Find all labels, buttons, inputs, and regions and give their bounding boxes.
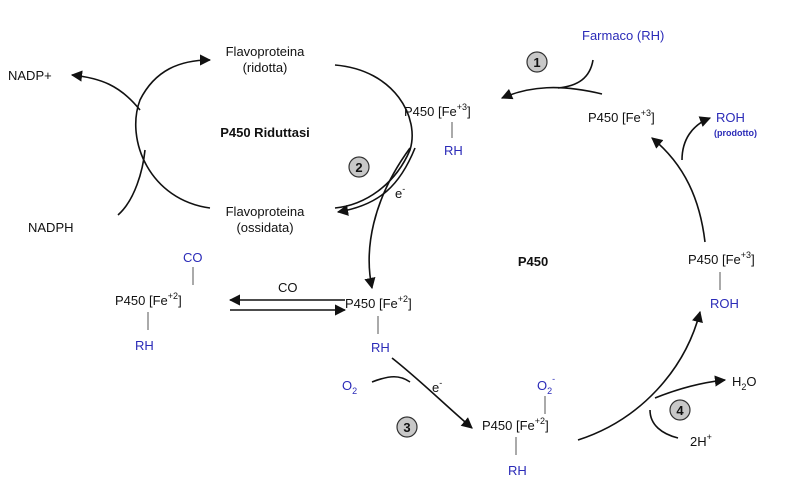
step3-arrow — [391, 357, 473, 429]
complex-fe3-resting: P450 [Fe+3] — [588, 108, 655, 125]
complex-label: P450 [Fe+3] — [588, 108, 655, 125]
complex-fe3-roh: P450 [Fe+3] ROH — [688, 250, 755, 311]
electron-label: e- — [395, 184, 405, 201]
substrate-label: RH — [135, 338, 154, 353]
product-label: ROH — [710, 296, 739, 311]
step-badge-3 — [396, 416, 418, 438]
superoxide-label: O2- — [537, 374, 555, 396]
reductase-title: P450 Riduttasi — [220, 125, 310, 140]
step-badges: 1 2 3 4 — [348, 51, 691, 438]
step-number: 2 — [355, 160, 362, 175]
flavoprotein-oxidized-state: (ossidata) — [236, 220, 293, 235]
co-label: CO — [278, 280, 298, 295]
step-number: 1 — [533, 55, 540, 70]
complex-label: P450 [Fe+3] — [688, 250, 755, 267]
flavoprotein-oxidized-label: Flavoproteina — [226, 204, 306, 219]
o2-binding-curve — [371, 375, 411, 383]
reductase-right-arc — [334, 64, 413, 209]
reaction-arrows — [70, 54, 727, 441]
substrate-label: RH — [371, 340, 390, 355]
product-note: (prodotto) — [714, 128, 757, 138]
roh-out-arrow — [681, 116, 712, 161]
step4-arrow — [577, 310, 703, 441]
oxygen-label: O2 — [342, 378, 357, 396]
substrate-label: RH — [508, 463, 527, 478]
complex-fe2-o2-rh: O2- P450 [Fe+2] RH — [482, 374, 555, 478]
nadph-in-curve — [117, 149, 146, 216]
flavoprotein-reduced-label: Flavoproteina — [226, 44, 306, 59]
water-release-arrow — [654, 375, 727, 399]
step-number: 3 — [403, 420, 410, 435]
proton-curve — [649, 409, 679, 439]
step-badge-4 — [669, 399, 691, 421]
complex-label: P450 [Fe+2] — [345, 294, 412, 311]
complex-label: P450 [Fe+3] — [404, 102, 471, 119]
complex-fe2-co-rh: CO P450 [Fe+2] RH — [115, 250, 203, 353]
product-label: ROH — [716, 110, 745, 125]
nadp-out-arrow — [70, 70, 141, 111]
electron-transfer-curve — [336, 147, 416, 216]
complex-fe3-rh: P450 [Fe+3] RH — [404, 102, 471, 158]
nadp-plus-label: NADP+ — [8, 68, 52, 83]
step-badge-2 — [348, 156, 370, 178]
drug-label: Farmaco (RH) — [582, 28, 664, 43]
water-label: H2O — [732, 374, 757, 392]
complex-label: P450 [Fe+2] — [115, 291, 182, 308]
co-ligand-label: CO — [183, 250, 203, 265]
electron-label: e- — [432, 378, 442, 395]
cycle-title: P450 — [518, 254, 548, 269]
step2-arrow — [364, 147, 411, 290]
product-release-arrow — [651, 137, 706, 243]
substrate-label: RH — [444, 143, 463, 158]
drug-binding-curve — [557, 59, 594, 89]
step-number: 4 — [676, 403, 684, 418]
flavoprotein-reduced-state: (ridotta) — [243, 60, 288, 75]
reductase-left-arc — [135, 54, 212, 209]
step-badge-1 — [526, 51, 548, 73]
protons-label: 2H+ — [690, 432, 712, 449]
complex-fe2-rh: P450 [Fe+2] RH — [345, 294, 412, 355]
nadph-label: NADPH — [28, 220, 74, 235]
step1-arrow — [500, 86, 603, 100]
complex-label: P450 [Fe+2] — [482, 416, 549, 433]
